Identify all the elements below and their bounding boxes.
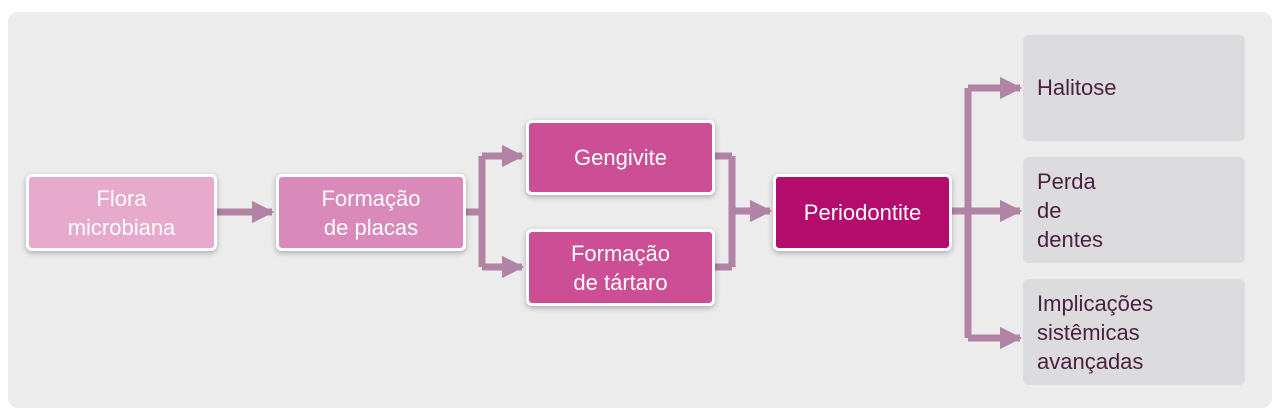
node-formacao-de-placas: Formação de placas [276, 174, 466, 251]
outcome-perda-de-dentes: Perda de dentes [1023, 157, 1245, 263]
node-periodontite-label: Periodontite [803, 200, 922, 225]
outcome-halitose: Halitose [1023, 35, 1245, 141]
node-flora-microbiana-label: Flora microbiana [67, 185, 176, 240]
node-formacao-de-tartaro-label: Formação de tártaro [570, 240, 671, 295]
outcome-halitose-label: Halitose [1037, 75, 1117, 100]
node-periodontite: Periodontite [773, 174, 952, 251]
outcome-implicacoes-sistemicas-label: Implicações sistêmicas avançadas [1037, 291, 1154, 374]
outcome-implicacoes-sistemicas: Implicações sistêmicas avançadas [1023, 279, 1245, 385]
node-gengivite-label: Gengivite [574, 145, 667, 170]
outcome-perda-de-dentes-label: Perda de dentes [1037, 169, 1104, 252]
node-gengivite: Gengivite [526, 120, 715, 195]
node-formacao-de-placas-label: Formação de placas [321, 185, 421, 240]
node-flora-microbiana: Flora microbiana [26, 174, 217, 251]
node-formacao-de-tartaro: Formação de tártaro [526, 229, 715, 306]
